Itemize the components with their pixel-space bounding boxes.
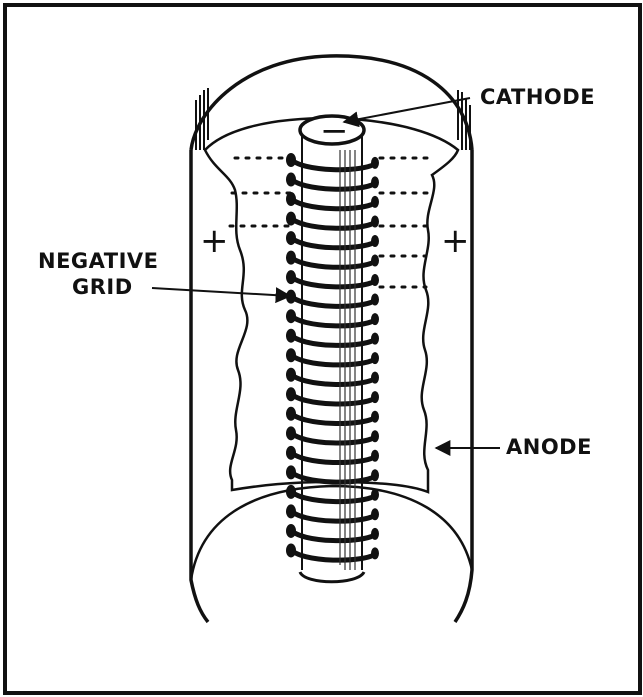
- grid-coil-edge: [286, 212, 296, 226]
- grid-coil-edge: [371, 294, 379, 306]
- grid-coil-edge: [371, 508, 379, 520]
- grid-coil-edge: [286, 192, 296, 206]
- grid-coil-edge: [371, 469, 379, 481]
- grid-coil-edge: [371, 411, 379, 423]
- grid-coil-edge: [371, 391, 379, 403]
- grid-coil-edge: [371, 450, 379, 462]
- grid-coil-edge: [286, 524, 296, 538]
- cathode-sign: −: [320, 111, 349, 151]
- grid-coil-edge: [286, 407, 296, 421]
- grid-coil-edge: [371, 255, 379, 267]
- grid-coil-edge: [371, 547, 379, 559]
- grid-coil-edge: [286, 309, 296, 323]
- negative-grid-label-line2: GRID: [72, 275, 133, 299]
- grid-coil-edge: [371, 274, 379, 286]
- grid-coil-edge: [286, 387, 296, 401]
- grid-coil-edge: [286, 504, 296, 518]
- grid-coil-edge: [286, 251, 296, 265]
- grid-coil-edge: [286, 270, 296, 284]
- grid-coil-edge: [371, 333, 379, 345]
- grid-coil-edge: [371, 215, 379, 227]
- grid-coil-edge: [286, 465, 296, 479]
- grid-coil-edge: [371, 176, 379, 188]
- grid-coil-edge: [286, 485, 296, 499]
- grid-coil-edge: [286, 426, 296, 440]
- grid-coil-edge: [286, 329, 296, 343]
- grid-coil-edge: [371, 313, 379, 325]
- cathode-label: CATHODE: [480, 85, 595, 109]
- grid-coil-edge: [286, 543, 296, 557]
- grid-coil-edge: [371, 157, 379, 169]
- grid-coil-edge: [371, 430, 379, 442]
- grid-coil-edge: [286, 368, 296, 382]
- anode-right-sign: +: [441, 221, 470, 261]
- grid-coil-edge: [286, 231, 296, 245]
- grid-coil-edge: [371, 352, 379, 364]
- anode-left-sign: +: [200, 221, 229, 261]
- grid-coil-edge: [286, 153, 296, 167]
- negative-grid-label-line1: NEGATIVE: [38, 249, 159, 273]
- anode-label: ANODE: [506, 435, 592, 459]
- grid-coil-edge: [371, 372, 379, 384]
- grid-coil-edge: [371, 528, 379, 540]
- grid-coil-edge: [286, 173, 296, 187]
- grid-coil-edge: [371, 196, 379, 208]
- grid-coil-edge: [286, 446, 296, 460]
- grid-coil-edge: [371, 489, 379, 501]
- grid-coil-edge: [286, 348, 296, 362]
- grid-coil-edge: [371, 235, 379, 247]
